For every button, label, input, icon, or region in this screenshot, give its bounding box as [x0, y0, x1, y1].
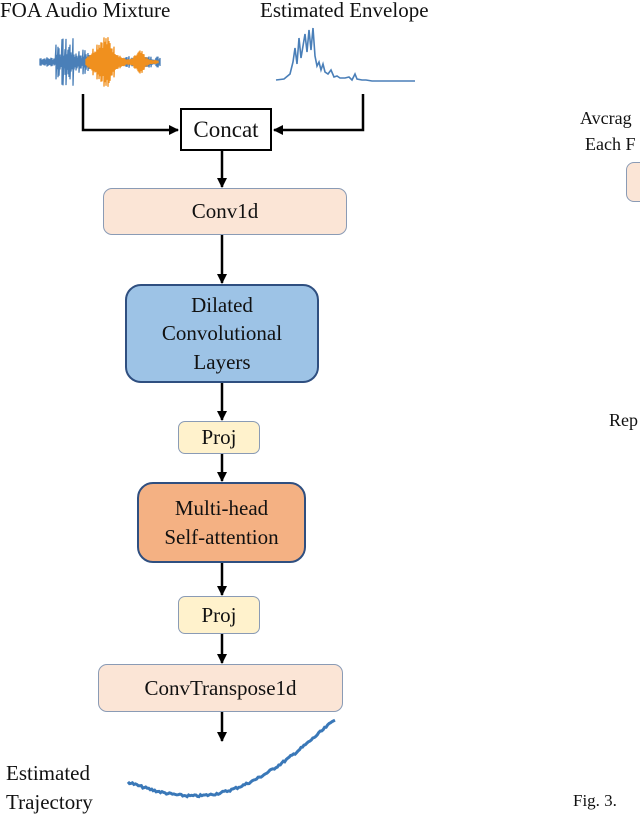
convtranspose1d-block: ConvTranspose1d — [98, 664, 343, 712]
fragment-rep: Rep — [609, 410, 638, 430]
cropped-block-fragment — [626, 162, 640, 202]
foa-waveform-orange — [85, 37, 159, 87]
fragment-averag: Avcrag — [580, 108, 632, 128]
dilated-conv-block: Dilated Convolutional Layers — [125, 284, 319, 383]
envelope-plot-icon — [275, 27, 415, 82]
foa-waveform-icon — [39, 37, 161, 87]
concat-block: Concat — [180, 108, 272, 151]
envelope-label: Estimated Envelope — [260, 0, 429, 22]
proj-block-2: Proj — [178, 596, 260, 634]
figure-caption-fragment: Fig. 3. — [573, 791, 617, 810]
trajectory-curve-icon — [126, 718, 336, 799]
arrow-envelope-to-concat — [273, 94, 365, 135]
foa-audio-label: FOA Audio Mixture — [0, 0, 171, 22]
multihead-attention-block: Multi-head Self-attention — [137, 482, 306, 563]
arrow-foa-to-concat — [81, 94, 179, 135]
conv1d-block: Conv1d — [103, 188, 347, 235]
proj-block-1: Proj — [178, 421, 260, 454]
estimated-trajectory-label: Estimated Trajectory — [6, 761, 93, 814]
fragment-each: Each F — [585, 134, 636, 154]
